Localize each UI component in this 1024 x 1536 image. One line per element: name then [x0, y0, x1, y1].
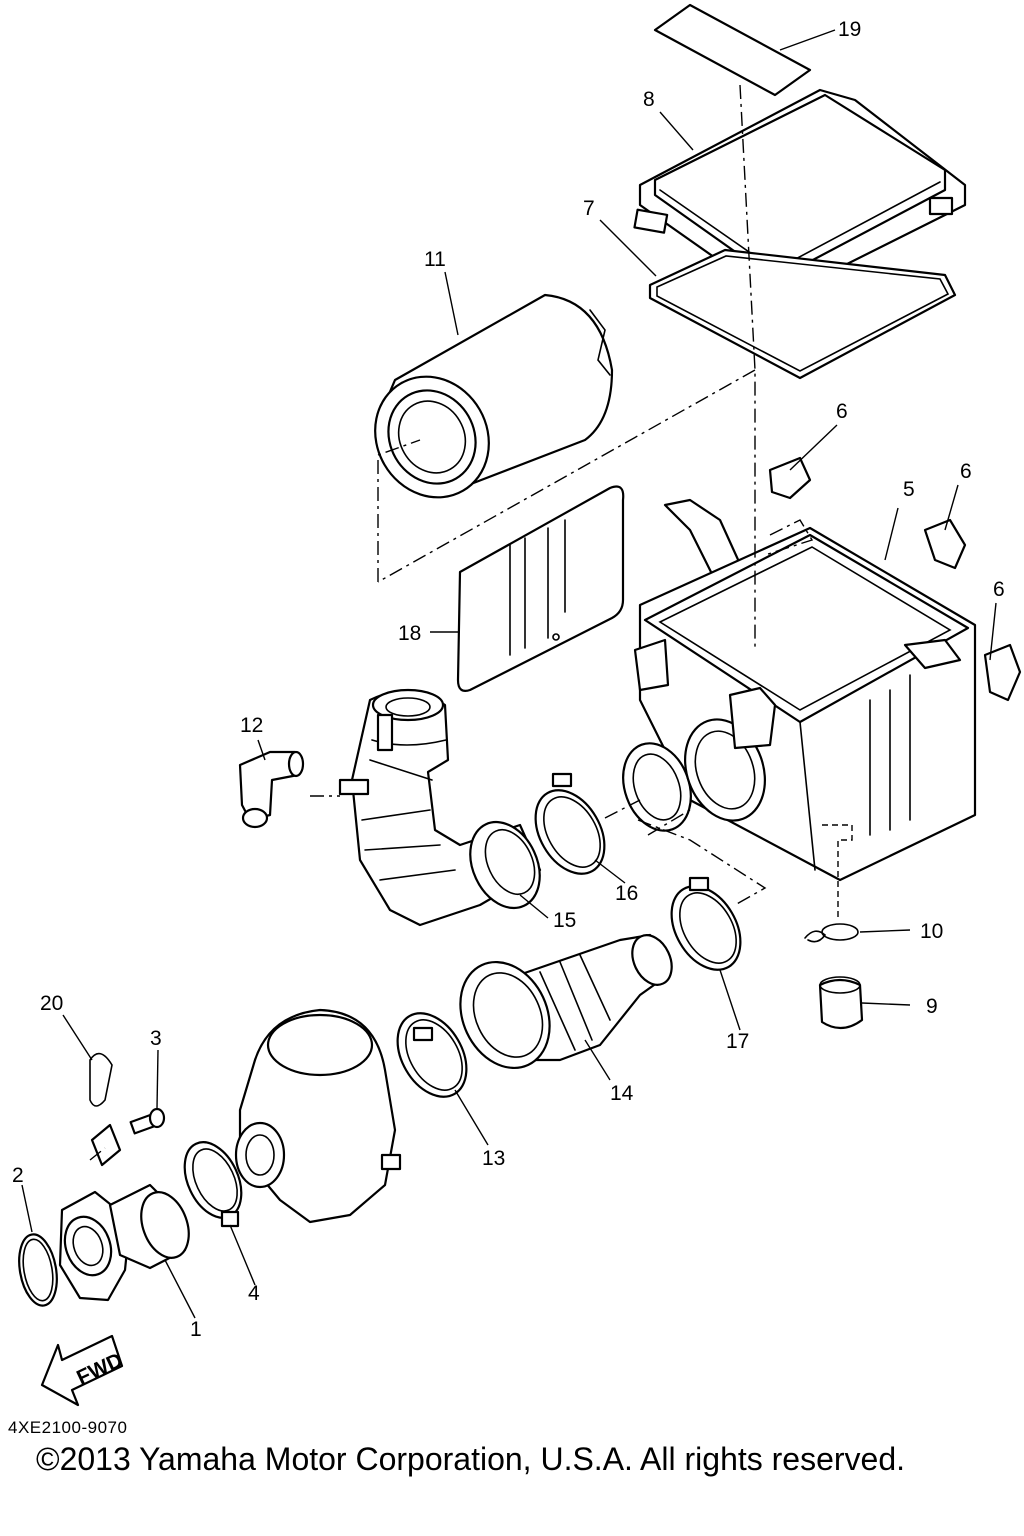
callout-7: 7	[583, 197, 595, 220]
callout-9: 9	[926, 995, 938, 1018]
fwd-arrow-icon: FWD	[40, 1334, 126, 1407]
part-14-joint	[459, 933, 673, 1070]
part-1-carburetor-joint	[58, 1183, 190, 1302]
callout-6b: 6	[960, 460, 972, 483]
part-18-plate	[456, 485, 625, 692]
callout-1: 1	[190, 1318, 202, 1341]
callout-10: 10	[920, 920, 943, 943]
part-17-clamp	[670, 876, 742, 971]
callout-8: 8	[643, 88, 655, 111]
part-2-o-ring	[18, 1233, 58, 1307]
leader-lines	[21, 29, 997, 1319]
callout-13: 13	[482, 1147, 505, 1170]
carburetor-reference	[234, 1008, 402, 1224]
callout-17: 17	[726, 1030, 749, 1053]
part-13-clamp	[396, 1012, 468, 1098]
callout-14: 14	[610, 1082, 634, 1105]
callout-18: 18	[398, 622, 421, 645]
part-9-drain-plug	[818, 976, 864, 1030]
part-6-clips	[768, 456, 1022, 702]
part-8-cap	[633, 88, 967, 302]
callout-5: 5	[903, 478, 915, 501]
part-3-screw	[129, 1107, 166, 1135]
part-12-elbow	[238, 750, 305, 829]
part-15-joint	[338, 688, 542, 927]
callout-6a: 6	[836, 400, 848, 423]
callout-15: 15	[553, 909, 576, 932]
diagram-code: 4XE2100-9070	[8, 1418, 128, 1437]
copyright-notice: ©2013 Yamaha Motor Corporation, U.S.A. A…	[36, 1441, 906, 1477]
callout-12: 12	[240, 714, 263, 737]
callout-16: 16	[615, 882, 638, 905]
part-10-drain-clip	[804, 923, 859, 943]
part-11-filter-element	[374, 293, 614, 499]
callout-20: 20	[40, 992, 63, 1015]
part-16-clamp	[534, 772, 606, 875]
callout-19: 19	[838, 18, 861, 41]
part-7-seal	[648, 248, 957, 380]
callout-numbers: 1 2 3 4 5 6 6 6 7 8 9 10 11 12 13 14 15 …	[12, 18, 1005, 1341]
callout-4: 4	[248, 1282, 260, 1305]
callout-11: 11	[424, 248, 446, 271]
callout-6c: 6	[993, 578, 1005, 601]
part-5-air-box-case	[622, 498, 977, 882]
callout-3: 3	[150, 1027, 162, 1050]
part-19-label	[653, 3, 812, 97]
assembly-lines	[89, 84, 853, 1161]
callout-2: 2	[12, 1164, 24, 1187]
part-20-holder	[89, 1052, 122, 1167]
